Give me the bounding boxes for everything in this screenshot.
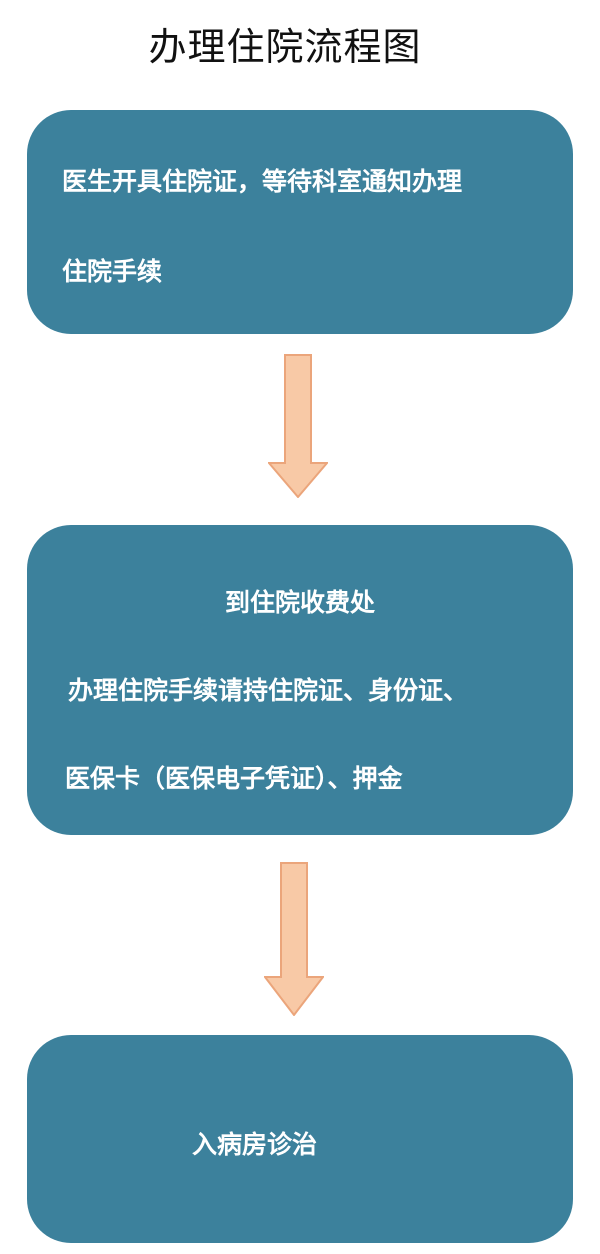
step-1-line-2: 住院手续 bbox=[62, 257, 163, 286]
down-arrow-1 bbox=[268, 354, 328, 498]
step-box-2: 到住院收费处 办理住院手续请持住院证、身份证、 医保卡（医保电子凭证）、押金 bbox=[27, 525, 573, 835]
diagram-title: 办理住院流程图 bbox=[148, 25, 422, 69]
step-2-line-1: 到住院收费处 bbox=[224, 588, 375, 617]
step-1-line-1: 医生开具住院证，等待科室通知办理 bbox=[62, 167, 463, 196]
down-arrow-2 bbox=[264, 862, 324, 1016]
step-box-1: 医生开具住院证，等待科室通知办理 住院手续 bbox=[27, 110, 573, 334]
step-2-line-2: 办理住院手续请持住院证、身份证、 bbox=[68, 676, 469, 705]
step-3-line-1: 入病房诊治 bbox=[192, 1130, 318, 1159]
step-2-line-3: 医保卡（医保电子凭证）、押金 bbox=[65, 764, 403, 793]
step-box-3: 入病房诊治 bbox=[27, 1035, 573, 1243]
